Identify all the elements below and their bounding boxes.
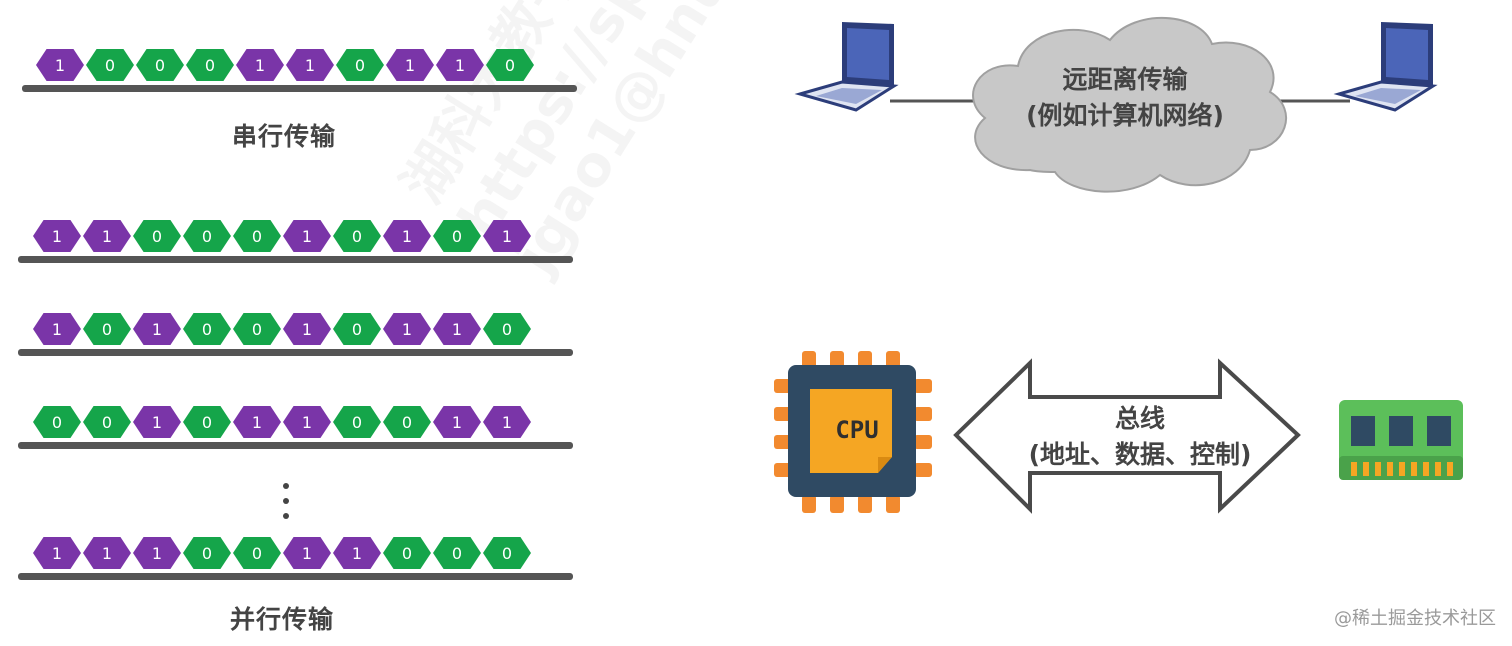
bus-caption-line1: 总线 xyxy=(1114,404,1165,433)
network-caption: 远距离传输 (例如计算机网络) xyxy=(1000,62,1250,134)
bit-zero: 0 xyxy=(83,406,131,438)
bit-zero: 0 xyxy=(483,537,531,569)
network-caption-line2: (例如计算机网络) xyxy=(1026,101,1224,130)
bit-one: 1 xyxy=(386,49,434,81)
ellipsis-dot xyxy=(283,513,289,519)
bit-zero: 0 xyxy=(33,406,81,438)
bit-one: 1 xyxy=(383,313,431,345)
bit-zero: 0 xyxy=(183,313,231,345)
bit-zero: 0 xyxy=(86,49,134,81)
bit-one: 1 xyxy=(283,537,331,569)
bit-one: 1 xyxy=(83,537,131,569)
bit-zero: 0 xyxy=(233,220,281,252)
bit-zero: 0 xyxy=(333,406,381,438)
bit-zero: 0 xyxy=(383,406,431,438)
parallel-rail xyxy=(18,573,573,580)
bit-zero: 0 xyxy=(186,49,234,81)
network-diagram xyxy=(794,17,1438,193)
bit-zero: 0 xyxy=(183,220,231,252)
bit-zero: 0 xyxy=(333,220,381,252)
network-caption-line1: 远距离传输 xyxy=(1062,65,1188,94)
double-arrow-icon xyxy=(953,358,1301,514)
watermark-line1: 湖科大教书匠 xyxy=(390,0,817,215)
bit-zero: 0 xyxy=(486,49,534,81)
bit-one: 1 xyxy=(433,313,481,345)
serial-rail xyxy=(22,85,577,92)
bit-one: 1 xyxy=(436,49,484,81)
parallel-label: 并行传输 xyxy=(230,605,335,634)
credit: @稀土掘金技术社区 xyxy=(1334,608,1496,629)
bit-one: 1 xyxy=(383,220,431,252)
bit-one: 1 xyxy=(433,406,481,438)
bit-one: 1 xyxy=(283,220,331,252)
bit-one: 1 xyxy=(483,406,531,438)
bit-zero: 0 xyxy=(233,537,281,569)
bit-zero: 0 xyxy=(333,313,381,345)
bit-zero: 0 xyxy=(483,313,531,345)
bit-zero: 0 xyxy=(83,313,131,345)
bit-one: 1 xyxy=(133,313,181,345)
parallel-rail xyxy=(18,442,573,449)
bit-zero: 0 xyxy=(433,220,481,252)
bit-one: 1 xyxy=(483,220,531,252)
bit-one: 1 xyxy=(236,49,284,81)
bit-one: 1 xyxy=(283,313,331,345)
cpu-chip-icon xyxy=(774,351,932,513)
bit-zero: 0 xyxy=(336,49,384,81)
bit-one: 1 xyxy=(33,220,81,252)
bit-zero: 0 xyxy=(433,537,481,569)
ellipsis-dot xyxy=(283,483,289,489)
bus-caption-line2: (地址、数据、控制) xyxy=(1028,440,1252,469)
bit-one: 1 xyxy=(286,49,334,81)
bit-one: 1 xyxy=(233,406,281,438)
bit-zero: 0 xyxy=(383,537,431,569)
bit-one: 1 xyxy=(33,537,81,569)
serial-label: 串行传输 xyxy=(232,122,337,151)
bus-diagram xyxy=(774,351,1463,514)
bit-one: 1 xyxy=(283,406,331,438)
bit-one: 1 xyxy=(83,220,131,252)
cpu-label: CPU xyxy=(835,416,879,444)
bit-zero: 0 xyxy=(233,313,281,345)
bus-caption: 总线 (地址、数据、控制) xyxy=(1010,401,1270,473)
bit-zero: 0 xyxy=(136,49,184,81)
ram-module-icon xyxy=(1339,400,1463,480)
bit-zero: 0 xyxy=(183,406,231,438)
bit-zero: 0 xyxy=(133,220,181,252)
bit-one: 1 xyxy=(133,537,181,569)
parallel-rail xyxy=(18,256,573,263)
bit-one: 1 xyxy=(33,313,81,345)
bit-one: 1 xyxy=(36,49,84,81)
bit-zero: 0 xyxy=(183,537,231,569)
ellipsis-dot xyxy=(283,498,289,504)
laptop-icon xyxy=(794,22,899,112)
bit-one: 1 xyxy=(133,406,181,438)
cloud-icon xyxy=(972,17,1288,193)
laptop-icon xyxy=(1333,22,1438,112)
parallel-rail xyxy=(18,349,573,356)
bit-one: 1 xyxy=(333,537,381,569)
